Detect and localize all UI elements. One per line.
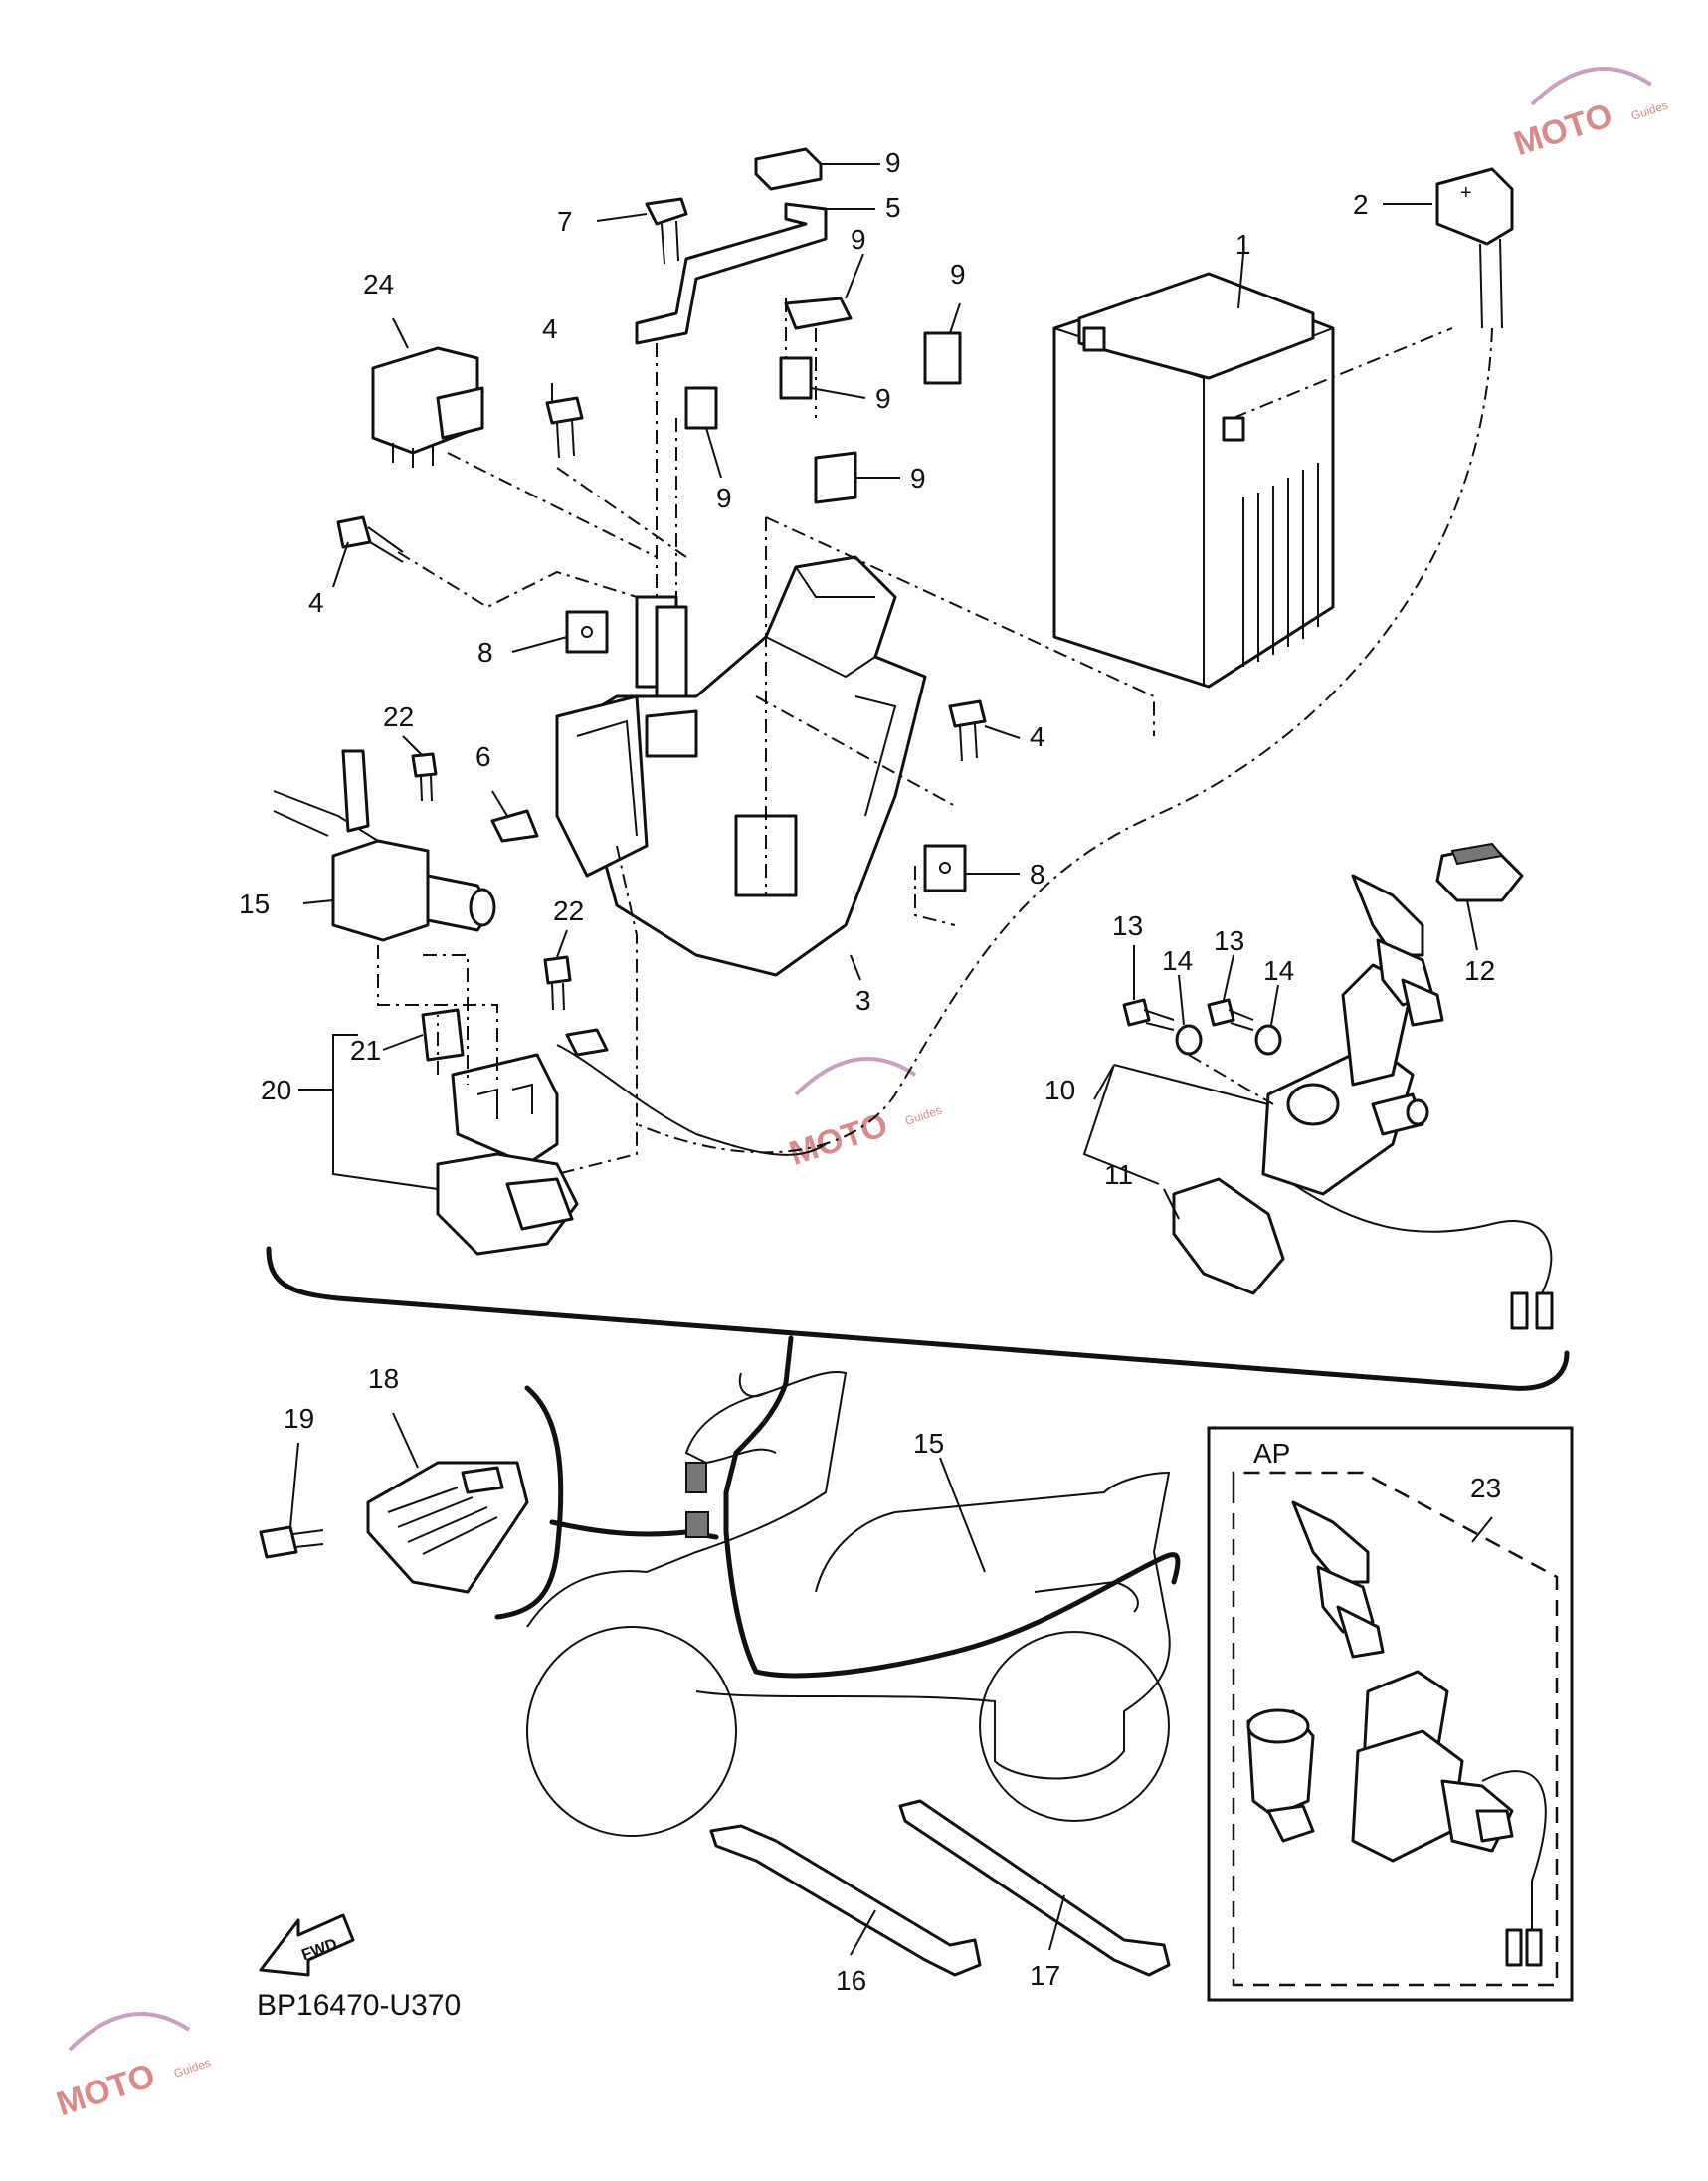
ap-kit-box: AP	[1207, 1426, 1574, 2002]
callout-labels: 1 2 3 4 4 4 5 6 7 8 8 9 9 9 9 9 9 10 11 …	[239, 147, 1501, 1996]
callout-9-e: 9	[716, 483, 732, 513]
cover-11	[1172, 1177, 1285, 1295]
diagram-code: BP16470-U370	[257, 1989, 461, 2022]
wire-harness-15	[549, 1335, 1181, 1679]
regulator-bracket-arc	[494, 1385, 564, 1620]
bolt-4-right	[948, 699, 987, 762]
battery-bracket	[635, 202, 828, 345]
callout-20: 20	[261, 1075, 291, 1105]
callout-5: 5	[885, 192, 901, 223]
callout-6: 6	[475, 741, 491, 772]
callout-24: 24	[363, 269, 394, 299]
svg-text:Guides: Guides	[172, 2056, 212, 2081]
fwd-arrow-icon: FWD	[259, 1913, 355, 1977]
svg-text:MOTO: MOTO	[52, 2057, 159, 2123]
pads-8	[565, 610, 967, 892]
washers-14	[1175, 1024, 1282, 1056]
callout-11: 11	[1104, 1159, 1133, 1190]
callout-7: 7	[557, 206, 573, 237]
cable-tie-17	[898, 1799, 1171, 1977]
fuse-box-20	[436, 1053, 579, 1256]
callout-9-a: 9	[885, 147, 901, 178]
section-divider	[266, 1246, 1570, 1391]
watermark-top-right: MOTO Guides	[1509, 67, 1670, 163]
screw-22-bottom	[543, 955, 572, 1011]
screw-22-top	[411, 752, 438, 802]
callout-9-b: 9	[851, 224, 866, 255]
watermark-center: MOTO Guides	[785, 1057, 944, 1173]
kit-label: AP	[1253, 1438, 1290, 1469]
callout-9-d: 9	[875, 383, 891, 414]
callout-15-top: 15	[239, 889, 270, 919]
callout-19: 19	[284, 1403, 314, 1434]
terminal-sign: +	[1460, 182, 1472, 204]
battery-terminal-cover: +	[636, 167, 1514, 1154]
callout-leaders	[289, 163, 1493, 1956]
callout-23: 23	[1470, 1473, 1501, 1503]
relay-24	[371, 346, 484, 468]
callout-2: 2	[1353, 189, 1369, 220]
fuse-21	[421, 1008, 465, 1062]
battery	[1052, 272, 1335, 689]
callout-9-c: 9	[950, 259, 966, 290]
callout-4-left: 4	[308, 587, 324, 618]
callout-8-left: 8	[477, 637, 493, 668]
bolt-4-top	[545, 396, 584, 459]
bolt-19	[259, 1525, 324, 1559]
callout-21: 21	[350, 1035, 381, 1066]
callout-13-right: 13	[1214, 925, 1244, 956]
callout-22-bottom: 22	[553, 895, 584, 926]
assembly-leaders	[377, 298, 1453, 1185]
ignition-switch	[1261, 963, 1554, 1330]
scooter-silhouette	[526, 1371, 1171, 1837]
watermark-bottom-left: MOTO Guides	[52, 2012, 213, 2123]
starter-relay	[273, 749, 496, 942]
watermark-sub: Guides	[1629, 99, 1669, 123]
callout-17: 17	[1030, 1960, 1060, 1991]
callout-8-right: 8	[1030, 859, 1045, 890]
callout-22-top: 22	[383, 701, 414, 732]
battery-cell-lines	[1242, 463, 1319, 667]
seat-lock-cap-12	[1435, 842, 1524, 902]
callout-14-left: 14	[1162, 945, 1193, 976]
regulator-18	[366, 1461, 529, 1594]
callout-16: 16	[836, 1965, 866, 1996]
clip-6	[490, 809, 539, 843]
callout-15-bottom: 15	[913, 1428, 944, 1459]
pads-9	[684, 147, 962, 504]
cable-tie-16	[709, 1824, 982, 1977]
bolt-4-left	[336, 515, 404, 563]
ignition-key	[1351, 874, 1444, 1027]
callout-3: 3	[855, 985, 871, 1016]
callout-1: 1	[1235, 229, 1251, 260]
fuse-cable	[556, 1044, 827, 1156]
callout-14-right: 14	[1263, 955, 1294, 986]
callout-18: 18	[368, 1363, 399, 1394]
callout-13-left: 13	[1112, 910, 1143, 941]
cable-terminal	[565, 1028, 609, 1057]
callout-4-right: 4	[1030, 721, 1045, 752]
callout-9-f: 9	[910, 463, 926, 494]
screws-13	[1122, 998, 1254, 1031]
callout-10: 10	[1044, 1075, 1075, 1105]
callout-4-top: 4	[542, 313, 558, 344]
bolt-7	[645, 197, 688, 265]
svg-text:Guides: Guides	[903, 1103, 943, 1128]
relay-mount-plates	[555, 595, 688, 878]
watermark-text: MOTO	[1509, 97, 1616, 163]
callout-12: 12	[1464, 955, 1495, 986]
